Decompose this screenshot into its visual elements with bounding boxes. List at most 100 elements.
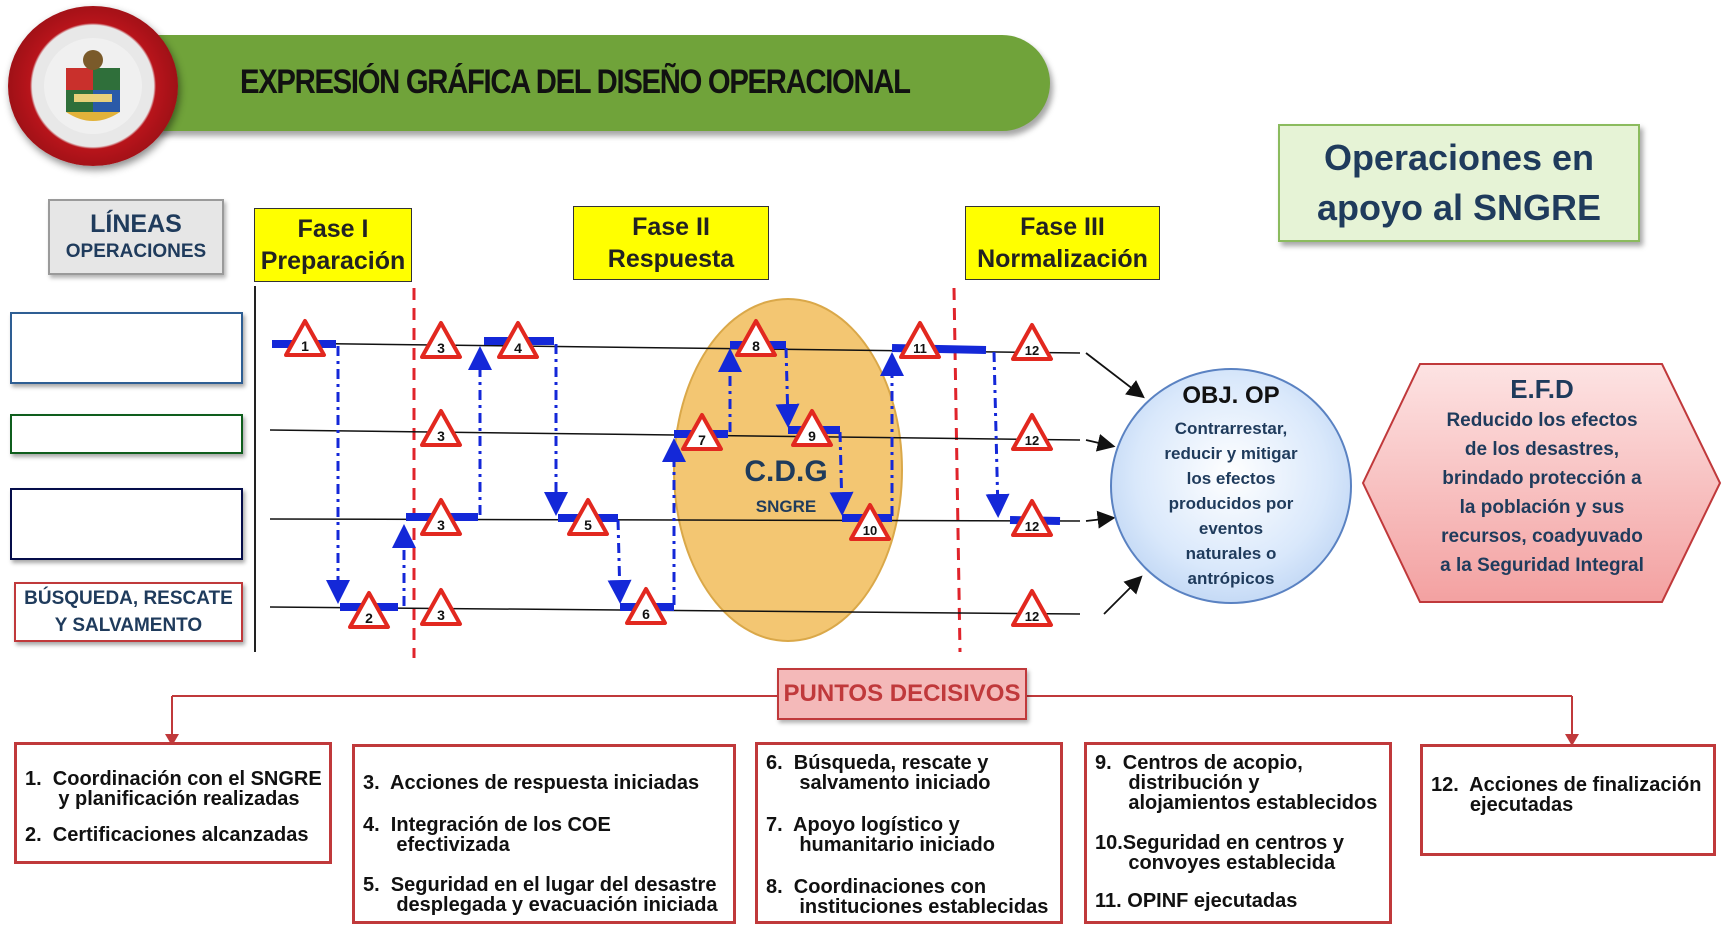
marker-8-label: 8 [752,338,760,354]
coat-of-arms-icon [44,38,142,134]
operational-objective: OBJ. OP Contrarrestar, reducir y mitigar… [1110,368,1352,604]
objective-text: Contrarrestar, reducir y mitigar los efe… [1164,416,1297,591]
line-comando-label2: CONTROL [67,350,186,377]
marker-4-label: 4 [514,340,522,356]
efd-line: la población y sus [1459,497,1625,518]
legend-item-6: 6. Búsqueda, rescate y salvamento inicia… [766,752,991,794]
phase-1-label: Preparación [260,247,406,275]
marker-10: 10 [848,502,892,547]
page-title: EXPRESIÓN GRÁFICA DEL DISEÑO OPERACIONAL [240,63,911,101]
marker-1: 1 [283,318,327,363]
emblem-logo [8,6,178,166]
marker-8: 8 [734,318,778,363]
legend-item-3: 3. Acciones de respuesta iniciadas [363,772,700,794]
marker-10-label: 10 [863,523,877,538]
legend-item-10: 10.Seguridad en centros y convoyes estab… [1095,832,1344,874]
legend-box-2: 3. Acciones de respuesta iniciadas 4. In… [352,744,736,924]
line-comando-control: COMANDO Y CONTROL [10,312,243,384]
line-logistica-label: LOGÍSTICA [61,420,192,447]
marker-3a-label: 3 [437,340,445,356]
marker-6: 6 [624,586,668,631]
marker-4: 4 [496,320,540,365]
legend-item-11: 11. OPINF ejecutadas [1095,890,1298,912]
operations-title-box: Operaciones en apoyo al SNGRE [1278,124,1640,242]
timeline-busqueda [269,606,1081,615]
marker-3a: 3 [419,320,463,365]
line-seguridad-label1: SEGURIDAD Y [43,494,210,521]
legend-item-1: 1. Coordinación con el SNGRE y planifica… [25,768,322,810]
marker-3b-label: 3 [437,428,445,444]
phase-2-name: Fase II [632,213,710,241]
objective-line: Contrarrestar, [1174,418,1288,438]
legend-item-9: 9. Centros de acopio, distribución y alo… [1095,752,1378,814]
decisive-path-connectors [326,344,1010,606]
header-banner [150,35,1050,131]
marker-3d-label: 3 [437,607,445,623]
legend-item-5: 5. Seguridad en el lugar del desastre de… [363,874,718,916]
legend-item-7: 7. Apoyo logístico y humanitario iniciad… [766,814,995,856]
operations-title-line1: Operaciones en [1323,137,1595,178]
objective-line: reducir y mitigar [1164,443,1298,463]
phase-2-label: Respuesta [607,245,735,273]
legend-box-1: 1. Coordinación con el SNGRE y planifica… [14,742,332,864]
line-busqueda-label2: Y SALVAMENTO [54,615,203,636]
lines-header-line2: OPERACIONES [65,241,207,262]
operations-title-line2: apoyo al SNGRE [1316,187,1602,228]
phase-3-name: Fase III [1020,213,1105,241]
arrow-busqueda-obj [1103,575,1143,615]
marker-12c-label: 12 [1025,519,1039,534]
arrow-comando-obj [1085,352,1145,399]
line-comando-label1: COMANDO Y [52,318,201,345]
marker-3b: 3 [419,408,463,453]
objective-line: antrópicos [1187,568,1275,588]
marker-2: 2 [347,590,391,635]
marker-5-label: 5 [584,517,592,533]
efd-content: E.F.D Reducido los efectos de los desast… [1400,372,1684,580]
objective-line: los efectos [1186,468,1276,488]
marker-6-label: 6 [642,606,650,622]
efd-line: a la Seguridad Integral [1440,555,1644,576]
efd-line: de los desastres, [1464,439,1620,460]
marker-12a-label: 12 [1025,343,1039,358]
marker-12d: 12 [1010,588,1054,633]
cdg-center-of-gravity [673,298,903,642]
efd-line: Reducido los efectos [1446,410,1638,431]
legend-item-12: 12. Acciones de finalización ejecutadas [1431,774,1702,816]
marker-12d-label: 12 [1025,609,1039,624]
marker-12c: 12 [1010,498,1054,543]
lines-header-line1: LÍNEAS [90,210,182,238]
marker-11: 11 [898,320,942,365]
objective-line: eventos [1198,518,1264,538]
objective-line: naturales o [1185,543,1277,563]
marker-7-label: 7 [698,432,706,448]
legend-item-4: 4. Integración de los COE efectivizada [363,814,611,856]
arrow-logistica-obj [1085,433,1116,452]
left-separator [254,286,256,652]
marker-3d: 3 [419,587,463,632]
cdg-subtitle: SNGRE [755,497,817,516]
efd-hexagon [1361,363,1722,603]
marker-3c-label: 3 [437,517,445,533]
arrow-seguridad-obj [1085,510,1116,529]
marker-11-label: 11 [913,341,927,356]
marker-7: 7 [680,412,724,457]
cdg-title: C.D.G [744,455,828,488]
phase-2-box: Fase II Respuesta [573,206,769,280]
marker-1-label: 1 [301,338,309,354]
marker-12a: 12 [1010,322,1054,367]
objective-title: OBJ. OP [1182,381,1280,409]
legend-item-8: 8. Coordinaciones con instituciones esta… [766,876,1049,918]
marker-9: 9 [790,408,834,453]
legend-box-5: 12. Acciones de finalización ejecutadas [1420,744,1716,856]
legend-box-3: 6. Búsqueda, rescate y salvamento inicia… [755,742,1063,924]
efd-line: brindado protección a [1442,468,1642,489]
line-seguridad-control: SEGURIDAD Y CONTROL [10,488,243,560]
line-seguridad-label2: CONTROL [67,526,186,553]
decisive-points-label: PUNTOS DECISIVOS [777,668,1027,720]
operational-lines-header: LÍNEAS OPERACIONES [48,199,224,275]
marker-12b-label: 12 [1025,433,1039,448]
